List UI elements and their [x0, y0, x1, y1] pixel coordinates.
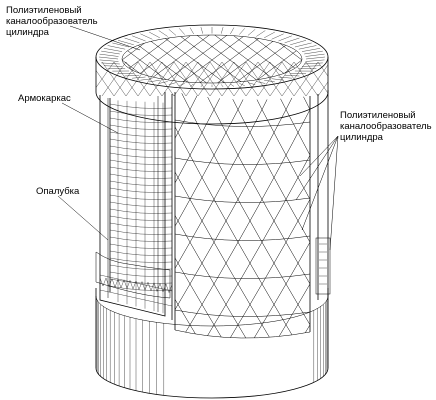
label-top-left-line2: каналообразователь	[6, 16, 98, 27]
label-right-line2: каналообразователь	[340, 121, 432, 132]
label-top-left-line3: цилиндра	[6, 27, 50, 38]
rebar-cage	[109, 94, 173, 320]
label-right: Полиэтиленовый каналообразователь цилинд…	[340, 110, 432, 143]
label-right-line3: цилиндра	[340, 132, 384, 143]
base-cylinder	[95, 288, 329, 399]
inner-wall-mesh	[174, 92, 311, 339]
right-wall	[315, 90, 331, 300]
label-right-line1: Полиэтиленовый	[340, 110, 416, 121]
leader-lines	[57, 25, 339, 251]
label-top-left: Полиэтиленовый каналообразователь цилинд…	[6, 5, 98, 38]
label-armokarkas: Армокаркас	[18, 93, 71, 104]
label-top-left-line1: Полиэтиленовый	[6, 5, 82, 16]
label-opalubka: Опалубка	[36, 186, 80, 197]
